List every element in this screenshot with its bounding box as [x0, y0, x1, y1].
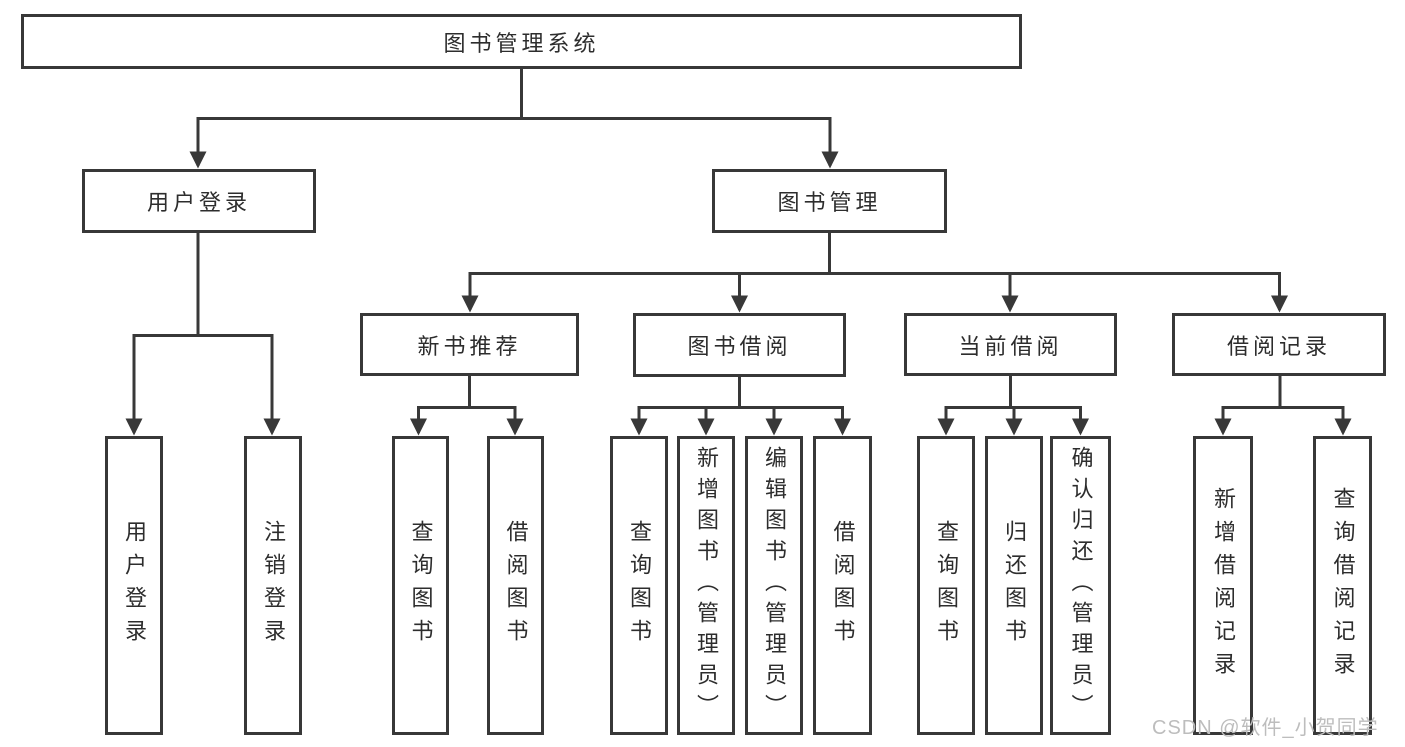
node-leaf-br-query-record: 查询借阅记录 [1313, 436, 1372, 735]
node-book-management: 图书管理 [712, 169, 947, 233]
node-current-borrowing: 当前借阅 [904, 313, 1117, 376]
node-leaf-bb-query-books: 查询图书 [610, 436, 668, 735]
node-borrowing-records: 借阅记录 [1172, 313, 1386, 376]
node-book-borrowing: 图书借阅 [633, 313, 846, 377]
node-leaf-cb-query-books: 查询图书 [917, 436, 975, 735]
node-leaf-bb-borrow-books: 借阅图书 [813, 436, 872, 735]
node-leaf-bb-edit-books-admin: 编辑图书（管理员） [745, 436, 803, 735]
node-leaf-cb-confirm-return-admin: 确认归还（管理员） [1050, 436, 1111, 735]
node-leaf-bb-add-books-admin: 新增图书（管理员） [677, 436, 735, 735]
node-leaf-user-login: 用户登录 [105, 436, 163, 735]
node-leaf-br-add-record: 新增借阅记录 [1193, 436, 1253, 735]
node-leaf-logout: 注销登录 [244, 436, 302, 735]
node-user-login: 用户登录 [82, 169, 316, 233]
watermark-text: CSDN @软件_小贺同学 [1152, 717, 1379, 739]
node-new-book-recommend: 新书推荐 [360, 313, 579, 376]
node-leaf-nb-query-books: 查询图书 [392, 436, 449, 735]
node-library-system: 图书管理系统 [21, 14, 1022, 69]
node-leaf-cb-return-books: 归还图书 [985, 436, 1043, 735]
node-leaf-nb-borrow-books: 借阅图书 [487, 436, 544, 735]
